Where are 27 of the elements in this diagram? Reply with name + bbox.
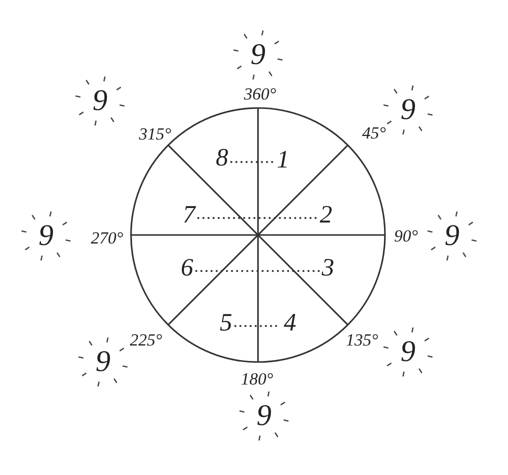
sector-number: 7	[182, 202, 196, 228]
sector-number: 2	[320, 202, 332, 228]
numeral-label: 9	[256, 401, 272, 431]
degree-label: 315°	[138, 126, 172, 142]
sector-number: 3	[322, 256, 334, 280]
numeral-label: 9	[400, 337, 416, 367]
dotted-line	[197, 217, 318, 219]
numeral-label: 9	[444, 221, 460, 251]
sector-number: 1	[276, 148, 290, 172]
numeral-label: 9	[400, 95, 416, 125]
numeral-label: 9	[96, 347, 110, 377]
sector-number: 8	[216, 146, 228, 170]
degree-label: 45°	[362, 124, 386, 142]
degree-label: 135°	[346, 332, 378, 348]
degree-label: 90°	[394, 228, 418, 244]
degree-label: 360°	[244, 86, 276, 102]
numeral-label: 9	[38, 221, 54, 251]
sector-number: 4	[284, 310, 296, 336]
numeral-label: 9	[250, 40, 266, 70]
numeral-label: 9	[92, 86, 108, 116]
degree-label: 270°	[90, 230, 124, 246]
degree-label: 225°	[130, 332, 162, 348]
sector-number: 6	[180, 256, 194, 280]
sector-number: 5	[220, 310, 232, 336]
degree-label: 180°	[240, 370, 274, 388]
dotted-line	[230, 161, 275, 163]
dotted-line	[195, 270, 320, 272]
